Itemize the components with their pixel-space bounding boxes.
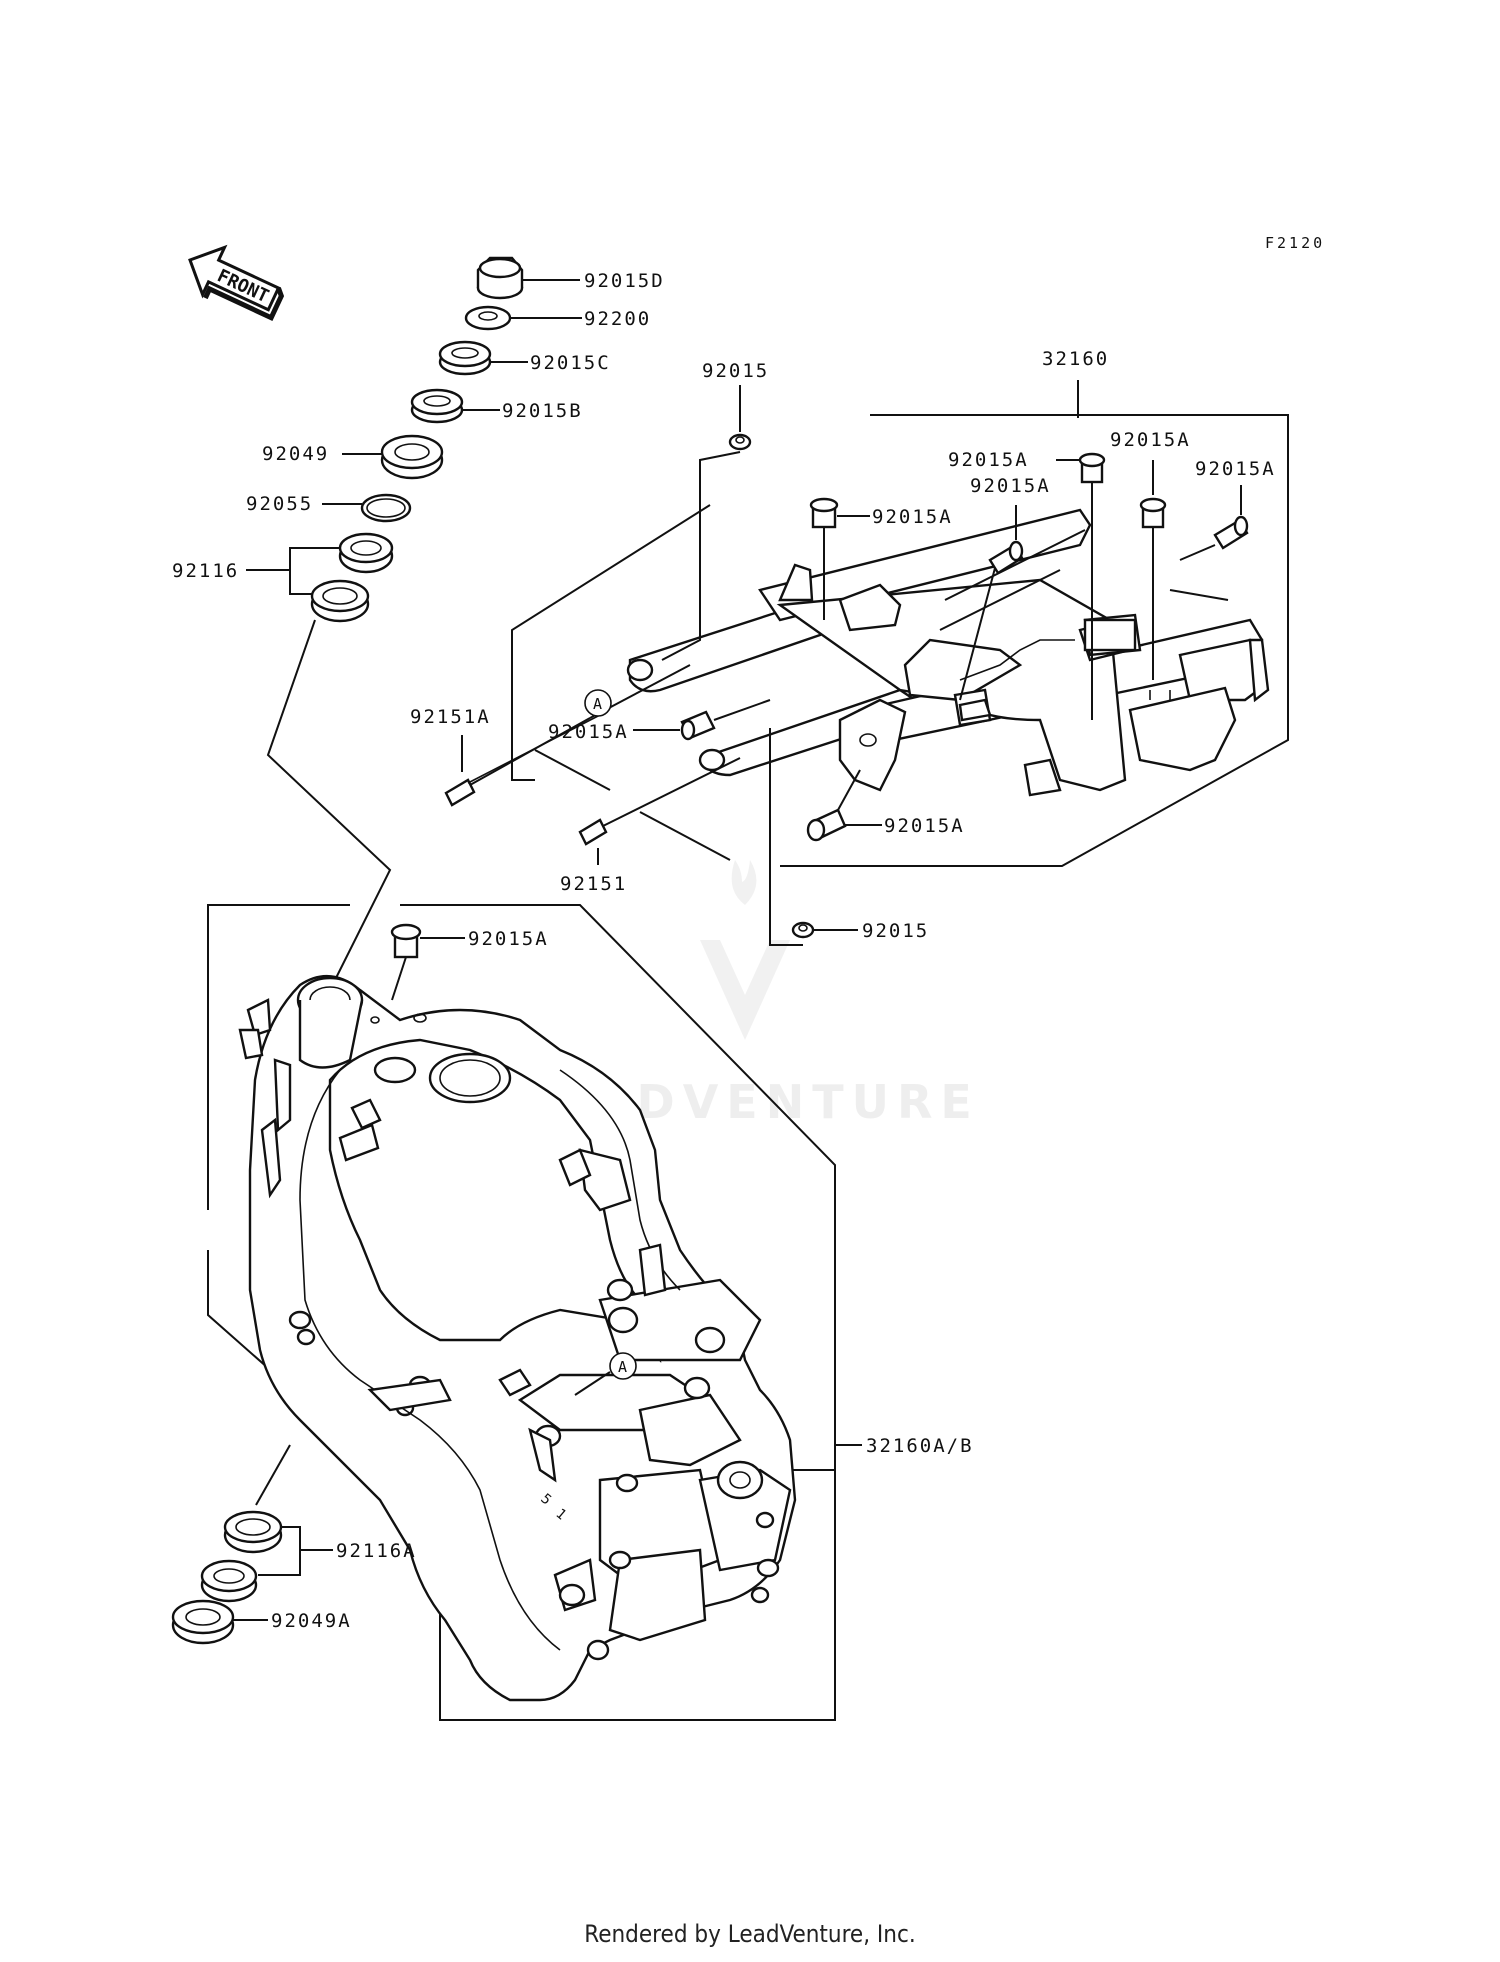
label-92015A-6: 92015A bbox=[548, 721, 629, 743]
label-92200: 92200 bbox=[584, 308, 651, 330]
bearing-92116A bbox=[200, 1559, 258, 1603]
svg-text:A: A bbox=[618, 1358, 627, 1376]
bushing-92015A-2 bbox=[1078, 452, 1106, 484]
bushing-92015A-6 bbox=[680, 710, 716, 741]
label-92116: 92116 bbox=[172, 560, 239, 582]
bearing-race-92116A bbox=[223, 1510, 283, 1554]
main-frame-32160AB: 5 1 bbox=[238, 974, 797, 1702]
bolt-92151 bbox=[578, 818, 608, 846]
bushing-92015A-7 bbox=[806, 808, 847, 842]
label-92015A-4: 92015A bbox=[970, 475, 1051, 497]
sub-frame-32160 bbox=[626, 508, 1270, 797]
lock-nut-92015C bbox=[438, 340, 492, 376]
front-arrow-icon: FRONT bbox=[188, 244, 285, 322]
label-92015C: 92015C bbox=[530, 352, 611, 374]
label-32160AB: 32160A/B bbox=[866, 1435, 974, 1457]
label-92015-bottom: 92015 bbox=[862, 920, 929, 942]
label-92015A-7: 92015A bbox=[884, 815, 965, 837]
cap-nut-92015D bbox=[476, 256, 524, 300]
bearing-92116-upper bbox=[338, 532, 394, 574]
bushing-92015A-4 bbox=[988, 540, 1024, 575]
lock-nut-92015B bbox=[410, 388, 464, 424]
label-92015A-5: 92015A bbox=[1195, 458, 1276, 480]
label-92015A-3: 92015A bbox=[1110, 429, 1191, 451]
callout-a-lower: A bbox=[609, 1352, 637, 1380]
label-92049A: 92049A bbox=[271, 1610, 352, 1632]
label-92015B: 92015B bbox=[502, 400, 583, 422]
label-92151A: 92151A bbox=[410, 706, 491, 728]
svg-text:A: A bbox=[593, 695, 602, 713]
label-92015A-8: 92015A bbox=[468, 928, 549, 950]
label-92015A-1: 92015A bbox=[872, 506, 953, 528]
label-92015D: 92015D bbox=[584, 270, 665, 292]
callout-a-upper: A bbox=[584, 689, 612, 717]
bearing-92116-lower bbox=[310, 579, 370, 623]
label-92055: 92055 bbox=[246, 493, 313, 515]
diagram-code: F2120 bbox=[1265, 234, 1325, 252]
bushing-92015A-1 bbox=[809, 497, 839, 529]
bushing-92015A-5 bbox=[1213, 515, 1249, 550]
label-92015A-2: 92015A bbox=[948, 449, 1029, 471]
bushing-92015A-3 bbox=[1139, 497, 1167, 529]
label-92015-top: 92015 bbox=[702, 360, 769, 382]
label-32160: 32160 bbox=[1042, 348, 1109, 370]
label-92049: 92049 bbox=[262, 443, 329, 465]
washer-92200 bbox=[464, 305, 512, 331]
label-92151: 92151 bbox=[560, 873, 627, 895]
bushing-92015A-8 bbox=[390, 923, 422, 959]
seal-92049 bbox=[380, 434, 444, 480]
seal-92049A bbox=[171, 1599, 235, 1645]
label-92116A: 92116A bbox=[336, 1540, 417, 1562]
nut-92015-top bbox=[728, 433, 752, 451]
footer-credit: Rendered by LeadVenture, Inc. bbox=[584, 1920, 916, 1948]
o-ring-92055 bbox=[360, 493, 412, 523]
nut-92015-bottom bbox=[791, 921, 815, 939]
